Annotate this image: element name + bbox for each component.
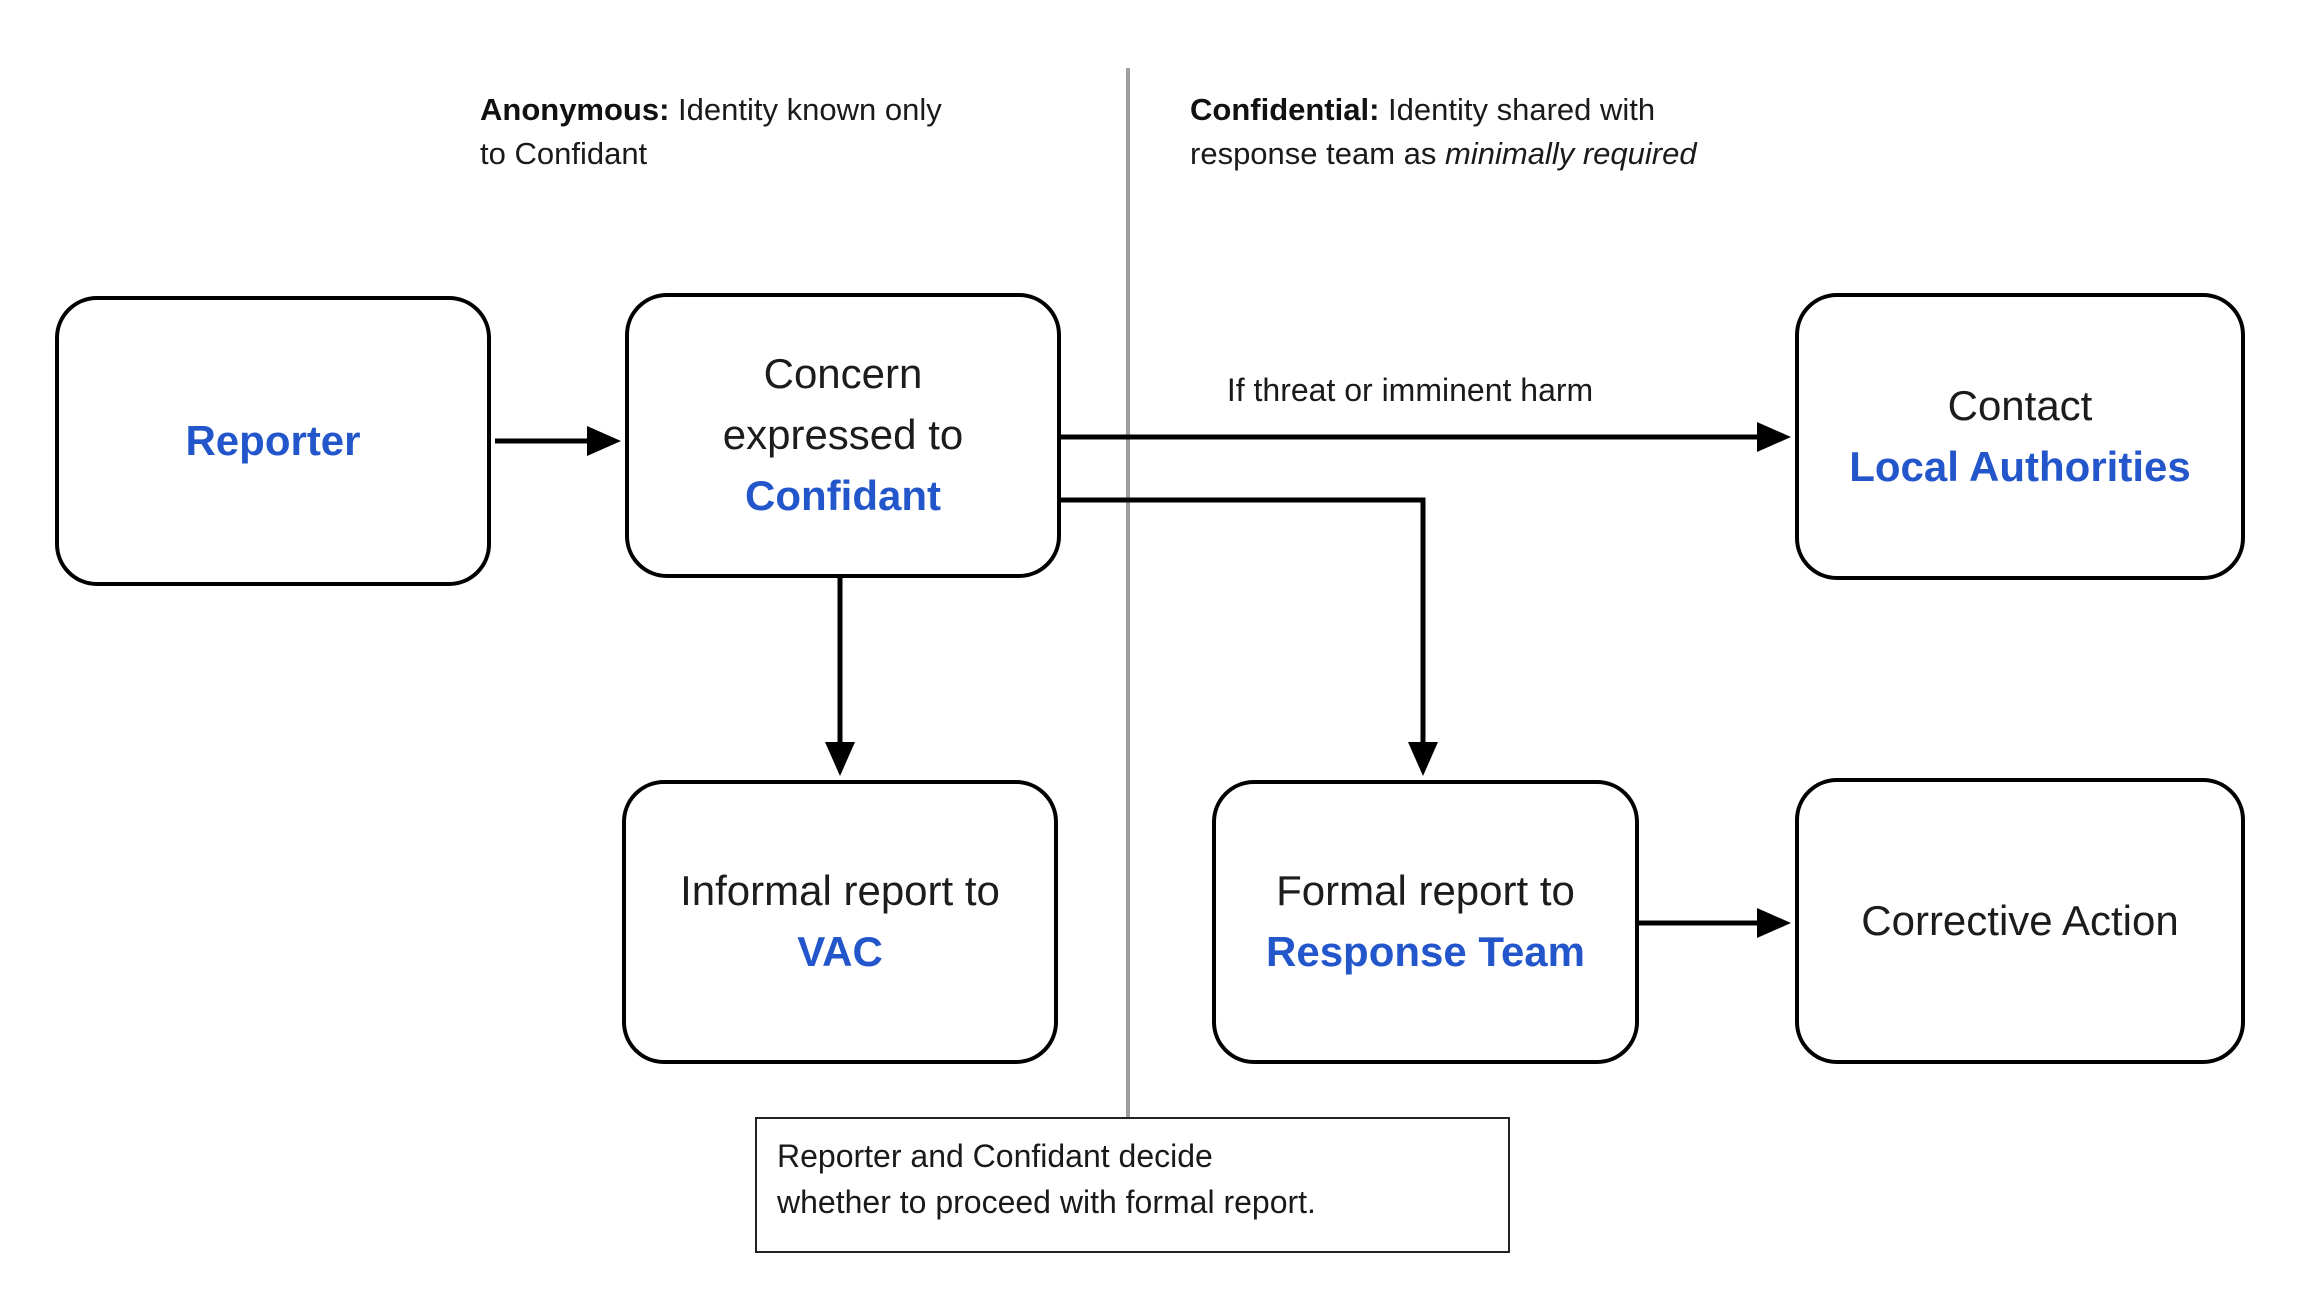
node-concern-label: Concern expressed to: [722, 350, 964, 459]
confidential-column-header: Confidential: Identity shared with respo…: [1190, 88, 1830, 176]
confidential-header-mid: Identity shared with response team as: [1190, 92, 1656, 172]
node-reporter: Reporter: [55, 296, 491, 586]
node-corrective-action-label: Corrective Action: [1861, 896, 2179, 944]
node-informal-report-accent: VAC: [797, 928, 883, 975]
confidential-header-bold: Confidential:: [1190, 92, 1380, 127]
threat-edge-label: If threat or imminent harm: [1226, 372, 1594, 408]
node-formal-report-text: Formal report to Response Team: [1266, 861, 1585, 983]
anonymous-header-rest: Identity known only to Confidant: [480, 92, 942, 172]
node-local-authorities: Contact Local Authorities: [1795, 293, 2245, 580]
node-formal-report-accent: Response Team: [1266, 928, 1585, 975]
node-formal-report-label: Formal report to: [1276, 867, 1575, 915]
node-formal-report: Formal report to Response Team: [1212, 780, 1639, 1064]
zone-divider-line: [1126, 68, 1130, 1118]
anonymous-header-bold: Anonymous:: [480, 92, 670, 127]
node-local-authorities-label: Contact: [1947, 381, 2093, 429]
arrow-concern-to-formal: [1060, 497, 1438, 776]
node-concern: Concern expressed to Confidant: [625, 293, 1061, 578]
node-reporter-text: Reporter: [185, 411, 360, 472]
decision-note: Reporter and Confidant decide whether to…: [755, 1117, 1510, 1253]
node-local-authorities-text: Contact Local Authorities: [1849, 376, 2190, 498]
node-corrective-action: Corrective Action: [1795, 778, 2245, 1064]
node-informal-report-text: Informal report to VAC: [680, 861, 1000, 983]
node-informal-report: Informal report to VAC: [622, 780, 1058, 1064]
node-concern-accent: Confidant: [745, 471, 941, 519]
node-local-authorities-accent: Local Authorities: [1849, 442, 2191, 490]
confidential-header-italic: minimally required: [1445, 136, 1697, 172]
node-corrective-action-text: Corrective Action: [1861, 891, 2178, 952]
node-reporter-label: Reporter: [185, 416, 361, 464]
anonymous-column-header: Anonymous: Identity known only to Confid…: [480, 88, 1100, 176]
node-informal-report-label: Informal report to: [680, 867, 1000, 915]
node-concern-text: Concern expressed to Confidant: [723, 344, 963, 527]
